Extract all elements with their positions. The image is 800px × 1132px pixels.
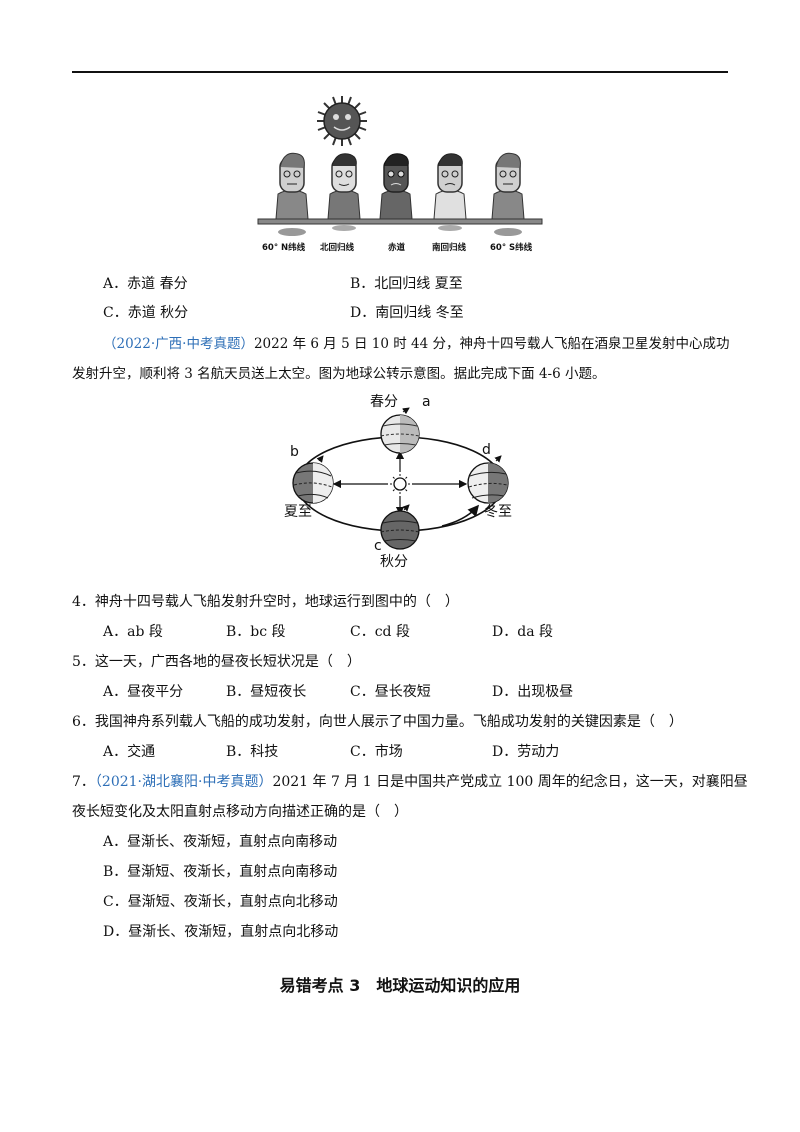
person-tropic-capricorn [433,153,467,231]
q4-option-c: C．cd 段 [350,624,410,640]
label-spring: 春分 [370,394,398,410]
q7-option-a: A．昼渐长、夜渐短，直射点向南移动 [103,834,338,850]
header-rule [72,71,728,73]
label-equator: 赤道 [388,242,406,253]
q7-source: （2021·湖北襄阳·中考真题） [94,774,273,790]
q6-option-c: C．市场 [350,744,403,760]
earth-summer [292,455,334,504]
q7-stem-line-2: 夜长短变化及太阳直射点移动方向描述正确的是（ ） [72,804,408,820]
label-tropic-cancer: 北回归线 [320,242,355,253]
q3-option-d: D．南回归线 冬至 [350,305,464,321]
orbit-figure: 春分 a b 夏至 c 秋分 d 冬至 [284,394,512,570]
label-c: c [374,538,382,554]
label-summer: 夏至 [284,504,312,520]
label-a: a [422,394,431,410]
q7-option-b: B．昼渐短、夜渐长，直射点向南移动 [103,864,338,880]
earth-winter [467,455,509,504]
q6-option-d: D．劳动力 [492,744,560,760]
q6-option-a: A．交通 [103,744,156,760]
sun-icon [390,474,410,494]
earth-autumn [380,504,420,550]
person-tropic-cancer [327,153,361,231]
intro-line-1: （2022·广西·中考真题）2022 年 6 月 5 日 10 时 44 分，神… [103,336,730,352]
q5-option-c: C．昼长夜短 [350,684,431,700]
q4-option-a: A．ab 段 [103,624,163,640]
q7-option-d: D．昼渐长、夜渐短，直射点向北移动 [103,924,339,940]
section-heading: 易错考点 3 地球运动知识的应用 [279,976,521,995]
q4-option-b: B．bc 段 [226,624,286,640]
sun-shadow-figure: 60° N纬线 北回归线 赤道 南回归线 60° S纬线 [257,96,543,253]
earth-spring [380,407,420,454]
person-60s [491,152,525,236]
q3-option-b: B．北回归线 夏至 [350,276,463,292]
q4-stem: 4．神舟十四号载人飞船发射升空时，地球运行到图中的（ ） [72,594,459,610]
person-60n [275,152,309,236]
label-d: d [482,442,491,458]
q3-option-a: A．赤道 春分 [103,276,188,292]
label-b: b [290,444,299,460]
q7-stem-line-1: 7．（2021·湖北襄阳·中考真题）2021 年 7 月 1 日是中国共产党成立… [72,774,748,790]
q3-option-c: C．赤道 秋分 [103,305,189,321]
intro-source: （2022·广西·中考真题） [103,336,254,352]
label-60n: 60° N纬线 [262,242,306,253]
label-tropic-capricorn: 南回归线 [432,242,467,253]
label-60s: 60° S纬线 [490,242,533,253]
label-autumn: 秋分 [380,554,408,570]
q7-option-c: C．昼渐短、夜渐长，直射点向北移动 [103,894,338,910]
q5-option-d: D．出现极昼 [492,684,574,700]
person-equator [379,153,413,220]
sun-icon [317,96,367,146]
q6-option-b: B．科技 [226,744,279,760]
q4-option-d: D．da 段 [492,624,553,640]
intro-line-2: 发射升空，顺利将 3 名航天员送上太空。图为地球公转示意图。据此完成下面 4-6… [72,366,606,382]
q6-stem: 6．我国神舟系列载人飞船的成功发射，向世人展示了中国力量。飞船成功发射的关键因素… [72,714,683,730]
q5-option-b: B．昼短夜长 [226,684,307,700]
label-winter: 冬至 [484,504,512,520]
q5-option-a: A．昼夜平分 [103,684,184,700]
q5-stem: 5．这一天，广西各地的昼夜长短状况是（ ） [72,654,361,670]
